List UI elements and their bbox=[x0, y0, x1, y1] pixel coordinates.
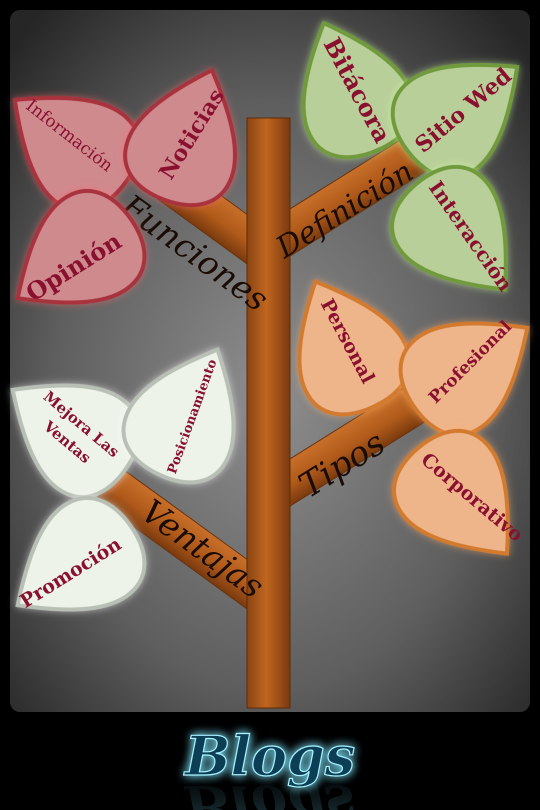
trunk bbox=[246, 117, 291, 709]
leaf-posicionamiento bbox=[121, 346, 236, 485]
leaf-opinion bbox=[15, 188, 147, 305]
leaf-interaccion bbox=[390, 164, 508, 292]
leaf-mejora-ventas bbox=[10, 383, 142, 500]
page-title: Blogs bbox=[183, 724, 355, 788]
title-glow: Blogs bbox=[183, 724, 355, 788]
leaf-profesional bbox=[398, 321, 530, 438]
leaf-personal bbox=[297, 278, 412, 417]
leaf-bitacora bbox=[301, 20, 416, 160]
leaf-informacion bbox=[12, 95, 142, 213]
leaf-promocion bbox=[15, 495, 147, 612]
title-reflection: Blogs bbox=[183, 773, 355, 810]
leaf-noticias bbox=[123, 67, 237, 208]
title-block: Blogs Blogs Blogs bbox=[182, 723, 356, 810]
leaf-sitio-wed bbox=[390, 62, 520, 180]
leaf-corporativo bbox=[392, 428, 510, 556]
